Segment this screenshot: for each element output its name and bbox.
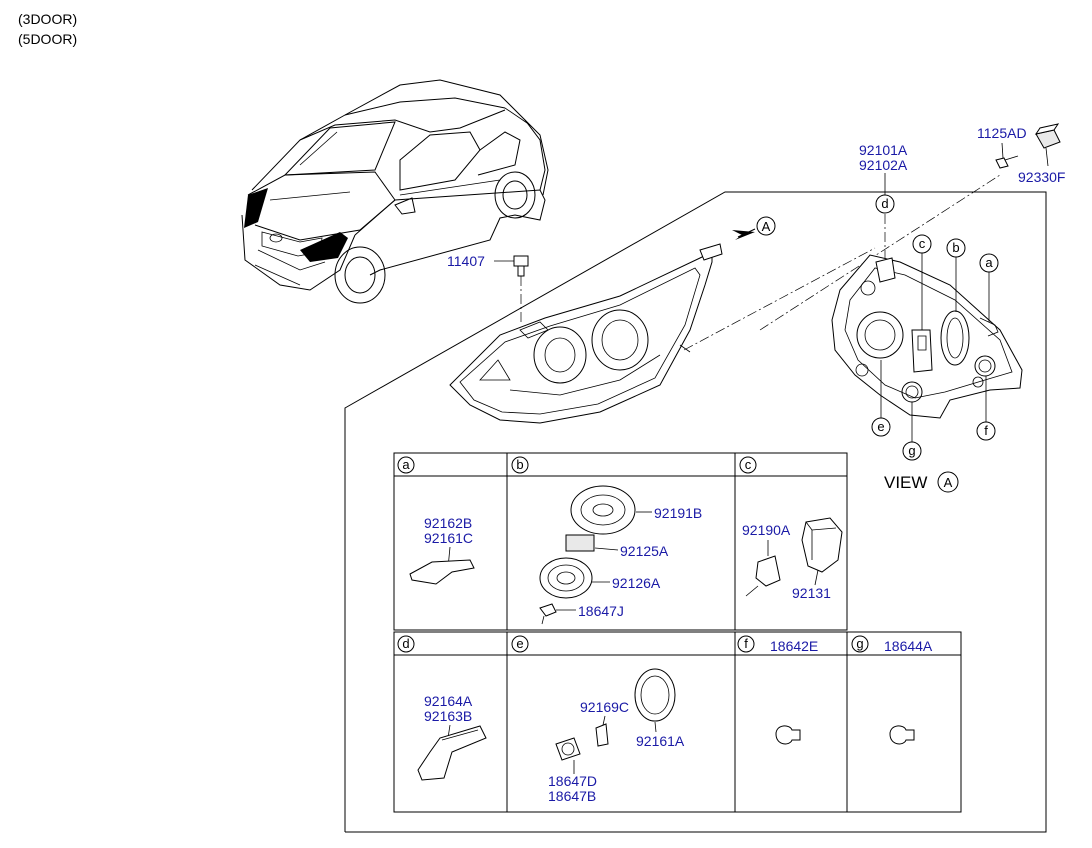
svg-text:g: g xyxy=(908,443,915,458)
part-18644A-label: 18644A xyxy=(884,638,933,654)
cell-e: e 92169C 92161A 18647D 18647B xyxy=(511,635,685,804)
bulb-18642E xyxy=(775,725,801,745)
part-92102A-label: 92102A xyxy=(859,157,908,173)
view-label: VIEW A xyxy=(884,471,959,493)
svg-text:d: d xyxy=(402,636,409,651)
callout-c: c xyxy=(912,234,932,330)
cap-92191B xyxy=(570,485,636,535)
cell-d: d 92164A 92163B xyxy=(397,635,487,781)
svg-text:A: A xyxy=(944,475,953,490)
part-1125AD-label: 1125AD xyxy=(977,125,1027,141)
header-5door: (5DOOR) xyxy=(18,31,77,47)
callout-b: b xyxy=(946,238,966,312)
cell-g: g 18644A xyxy=(851,635,933,745)
svg-text:a: a xyxy=(985,255,993,270)
callout-e: e xyxy=(871,360,891,437)
part-11407-label: 11407 xyxy=(447,253,485,269)
socket-92131 xyxy=(801,517,843,573)
svg-text:c: c xyxy=(919,236,926,251)
seal-92125A xyxy=(565,534,595,552)
svg-text:f: f xyxy=(744,636,748,651)
part-18647J-label: 18647J xyxy=(578,603,624,619)
part-92126A-label: 92126A xyxy=(612,575,661,591)
svg-text:b: b xyxy=(952,240,959,255)
part-92161C-label: 92161C xyxy=(424,530,473,546)
callout-d: d xyxy=(875,194,895,214)
part-92169C-label: 92169C xyxy=(580,699,629,715)
callout-g: g xyxy=(902,402,922,461)
part-18647D-label: 18647D xyxy=(548,773,597,789)
bolt-1125AD xyxy=(995,142,1019,169)
headlamp-assembly xyxy=(449,243,723,424)
bulb-18647J xyxy=(539,603,557,617)
headlamp-rear-view xyxy=(831,254,1023,419)
bracket-a xyxy=(409,559,475,585)
svg-text:VIEW: VIEW xyxy=(884,473,927,492)
bulb-18644A xyxy=(889,725,915,745)
main-frame xyxy=(344,191,1047,833)
bulb-92190A xyxy=(755,555,781,587)
svg-text:e: e xyxy=(516,636,523,651)
cell-c: c 92190A 92131 xyxy=(739,456,843,601)
svg-text:e: e xyxy=(877,419,884,434)
callout-f: f xyxy=(976,376,996,441)
screw-11407: 11407 xyxy=(447,253,529,322)
callout-a: a xyxy=(979,253,999,322)
part-92131-label: 92131 xyxy=(792,585,831,601)
part-92163B-label: 92163B xyxy=(424,708,472,724)
bracket-d xyxy=(417,725,487,781)
cell-f: f 18642E xyxy=(737,635,818,745)
clip-92169C xyxy=(595,723,609,747)
cell-a: a 92162B 92161C xyxy=(397,456,475,585)
part-92330F-label: 92330F xyxy=(1018,169,1065,185)
svg-text:d: d xyxy=(881,196,888,211)
parts-table xyxy=(393,452,962,813)
svg-text:c: c xyxy=(745,457,752,472)
svg-text:f: f xyxy=(984,423,988,438)
cell-b: b 92191B 92125A 92126A 18647J xyxy=(511,456,702,625)
bulb-18647D xyxy=(555,737,581,761)
part-92191B-label: 92191B xyxy=(654,505,702,521)
view-arrow-letter: A xyxy=(762,219,771,234)
header-3door: (3DOOR) xyxy=(18,11,77,27)
part-92125A-label: 92125A xyxy=(620,543,669,559)
view-arrow: A xyxy=(732,216,776,240)
part-92162B-label: 92162B xyxy=(424,515,472,531)
svg-text:b: b xyxy=(516,457,523,472)
svg-text:a: a xyxy=(402,457,410,472)
car-illustration xyxy=(241,79,549,304)
part-18647B-label: 18647B xyxy=(548,788,596,804)
part-92164A-label: 92164A xyxy=(424,693,473,709)
part-18642E-label: 18642E xyxy=(770,638,818,654)
part-92101A-label: 92101A xyxy=(859,142,908,158)
cover-92126A xyxy=(539,557,593,599)
connector-92330F xyxy=(1034,123,1061,167)
part-92190A-label: 92190A xyxy=(742,522,791,538)
svg-text:g: g xyxy=(856,636,863,651)
part-92161A-label: 92161A xyxy=(636,733,685,749)
